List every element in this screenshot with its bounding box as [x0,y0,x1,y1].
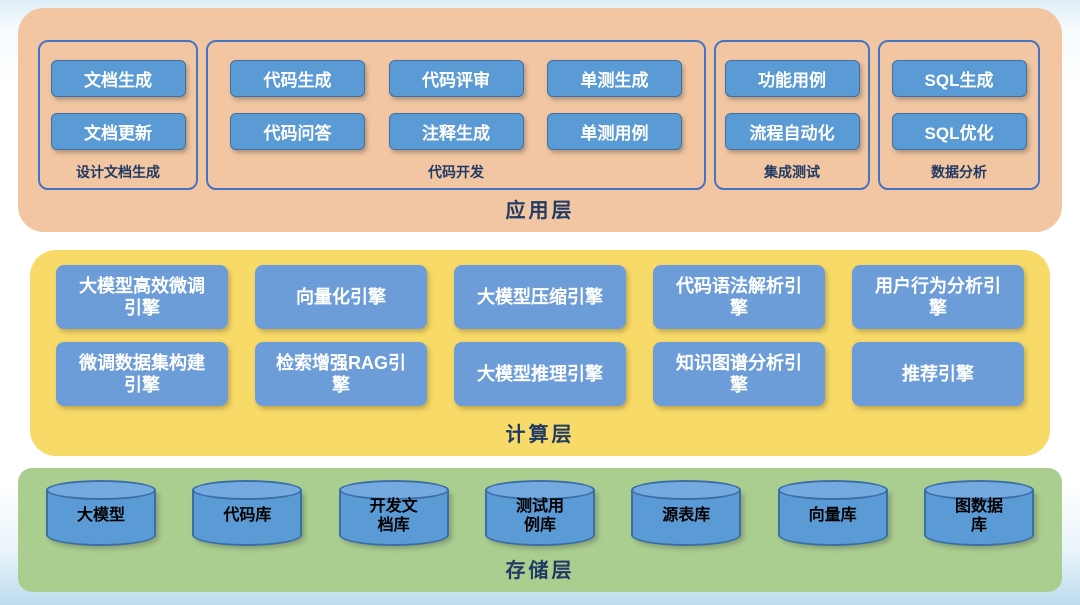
database-cylinder-vector-store: 向量库 [777,480,888,546]
group-integration-testing: 功能用例 流程自动化 集成测试 [714,40,870,190]
group-chips: 功能用例 流程自动化 [724,60,860,150]
cylinder-top-icon [923,480,1034,500]
cylinder-label: 大模型 [76,507,125,525]
cylinder-label: 向量库 [808,507,857,525]
storage-layer-label: 存储层 [505,560,575,582]
group-label-data-analysis: 数据分析 [931,164,987,180]
application-groups: 文档生成 文档更新 设计文档生成 代码生成 代码评审 单测生成 代码问答 注释生… [38,40,1040,190]
engine-box-user-behavior-analysis: 用户行为分析引擎 [852,265,1024,329]
cylinder-label: 测试用例库 [515,497,564,534]
engine-box-rag: 检索增强RAG引擎 [255,342,427,406]
group-chips: SQL生成 SQL优化 [891,60,1027,150]
feature-chip-unittest-cases: 单测用例 [547,113,682,150]
feature-chip-doc-generation: 文档生成 [50,60,186,97]
cylinder-top-icon [192,480,303,500]
feature-chip-unittest-generation: 单测生成 [547,60,682,97]
cylinder-label: 开发文档库 [369,497,418,534]
database-cylinder-source-tables: 源表库 [631,480,742,546]
engine-box-llm-finetune: 大模型高效微调引擎 [56,265,228,329]
engine-box-llm-inference: 大模型推理引擎 [454,342,626,406]
cylinder-label: 代码库 [223,507,272,525]
feature-chip-code-qa: 代码问答 [230,113,365,150]
feature-chip-process-automation: 流程自动化 [724,113,860,150]
database-cylinder-llm: 大模型 [46,480,156,546]
engine-grid: 大模型高效微调引擎 向量化引擎 大模型压缩引擎 代码语法解析引擎 用户行为分析引… [56,265,1024,406]
feature-chip-comment-generation: 注释生成 [388,113,524,150]
feature-chip-doc-update: 文档更新 [50,113,186,150]
database-cylinder-code-repo: 代码库 [192,480,303,546]
compute-layer-label: 计算层 [505,424,575,446]
engine-box-llm-compression: 大模型压缩引擎 [454,265,626,329]
cylinder-label: 图数据库 [954,497,1003,534]
application-layer-label: 应用层 [505,200,575,222]
cylinder-body [338,490,449,546]
database-cylinder-graph-db: 图数据库 [923,480,1034,546]
store-row: 大模型 代码库 开发文档库 测试用例库 源表库 [46,480,1034,546]
compute-layer: 大模型高效微调引擎 向量化引擎 大模型压缩引擎 代码语法解析引擎 用户行为分析引… [30,250,1050,456]
application-layer: 文档生成 文档更新 设计文档生成 代码生成 代码评审 单测生成 代码问答 注释生… [18,8,1062,232]
engine-box-recommendation: 推荐引擎 [852,342,1024,406]
cylinder-label: 源表库 [662,507,711,525]
feature-chip-sql-generation: SQL生成 [891,60,1027,97]
engine-box-vectorization: 向量化引擎 [255,265,427,329]
database-cylinder-test-cases: 测试用例库 [484,480,595,546]
cylinder-top-icon [484,480,595,500]
cylinder-top-icon [777,480,888,500]
cylinder-top-icon [46,480,156,500]
cylinder-top-icon [338,480,449,500]
storage-layer: 大模型 代码库 开发文档库 测试用例库 源表库 [18,468,1062,592]
cylinder-top-icon [631,480,742,500]
engine-box-code-syntax-parsing: 代码语法解析引擎 [653,265,825,329]
engine-box-knowledge-graph-analysis: 知识图谱分析引擎 [653,342,825,406]
engine-box-finetune-dataset-build: 微调数据集构建引擎 [56,342,228,406]
feature-chip-code-review: 代码评审 [388,60,524,97]
group-data-analysis: SQL生成 SQL优化 数据分析 [878,40,1040,190]
feature-chip-code-generation: 代码生成 [230,60,365,97]
group-design-doc-generation: 文档生成 文档更新 设计文档生成 [38,40,198,190]
group-code-development: 代码生成 代码评审 单测生成 代码问答 注释生成 单测用例 代码开发 [206,40,706,190]
group-label-integration-testing: 集成测试 [764,164,820,180]
group-label-code-development: 代码开发 [428,164,484,180]
feature-chip-sql-optimization: SQL优化 [891,113,1027,150]
feature-chip-function-cases: 功能用例 [724,60,860,97]
group-label-design-doc: 设计文档生成 [76,164,160,180]
database-cylinder-dev-docs: 开发文档库 [338,480,449,546]
group-chips: 文档生成 文档更新 [50,60,186,150]
group-chips: 代码生成 代码评审 单测生成 代码问答 注释生成 单测用例 [218,60,694,150]
